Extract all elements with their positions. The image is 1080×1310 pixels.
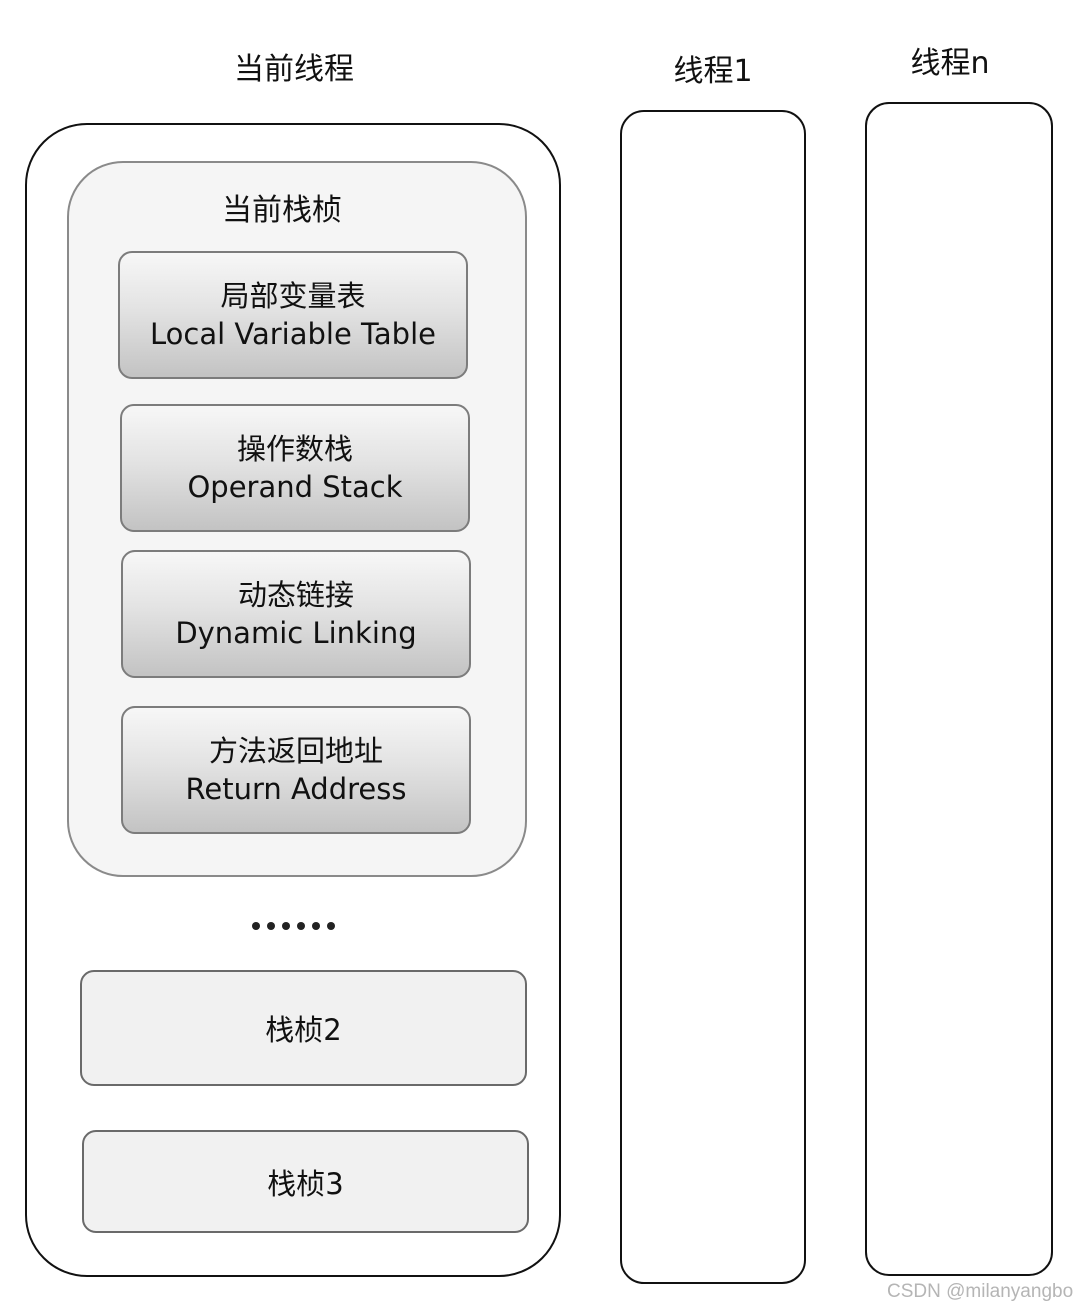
current-frame-title: 当前栈桢	[222, 193, 342, 228]
thread-n-title: 线程n	[910, 46, 990, 81]
local-variable-table-label-zh: 局部变量表	[220, 279, 366, 313]
ellipsis-dot	[297, 922, 305, 930]
ellipsis-dot	[267, 922, 275, 930]
ellipsis-dot	[282, 922, 290, 930]
ellipsis-dot	[252, 922, 260, 930]
dynamic-linking-label-en: Dynamic Linking	[175, 616, 417, 650]
dynamic-linking-label-zh: 动态链接	[237, 578, 354, 612]
dynamic-linking-box: 动态链接 Dynamic Linking	[121, 550, 471, 678]
operand-stack-box: 操作数栈 Operand Stack	[120, 404, 470, 532]
thread-1-title: 线程1	[673, 54, 753, 89]
operand-stack-label-en: Operand Stack	[187, 470, 403, 504]
ellipsis-dot	[327, 922, 335, 930]
thread-n-box	[865, 102, 1053, 1276]
frame-3-box: 栈桢3	[82, 1130, 529, 1233]
local-variable-table-box: 局部变量表 Local Variable Table	[118, 251, 468, 379]
return-address-label-zh: 方法返回地址	[208, 734, 383, 768]
return-address-label-en: Return Address	[185, 772, 407, 806]
frame-2-box: 栈桢2	[80, 970, 527, 1086]
frames-ellipsis	[252, 922, 335, 930]
thread-1-box	[620, 110, 806, 1284]
return-address-box: 方法返回地址 Return Address	[121, 706, 471, 834]
operand-stack-label-zh: 操作数栈	[236, 432, 353, 466]
current-thread-title: 当前线程	[234, 52, 354, 87]
local-variable-table-label-en: Local Variable Table	[149, 317, 436, 351]
ellipsis-dot	[312, 922, 320, 930]
watermark: CSDN @milanyangbo	[887, 1281, 1074, 1302]
